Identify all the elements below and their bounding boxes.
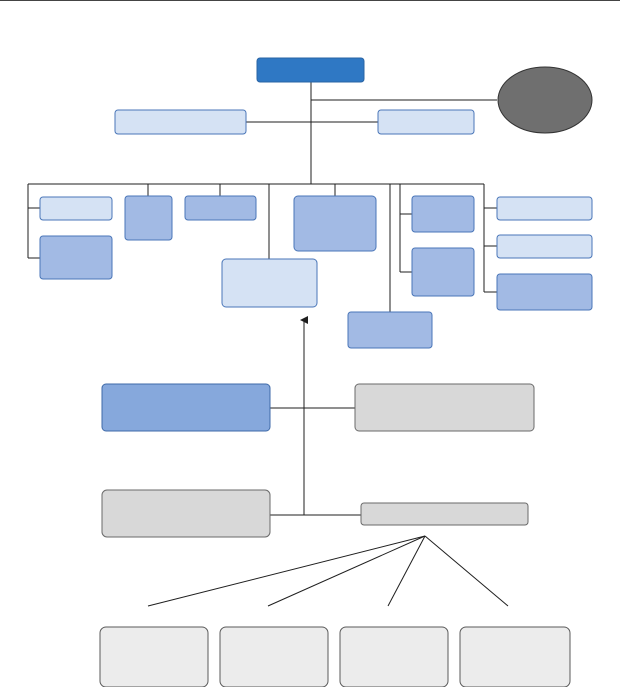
far-right-box-3	[496, 273, 593, 311]
lower-gray-box-shape	[101, 489, 271, 538]
mid-gray-box	[354, 383, 535, 432]
low-box	[347, 311, 433, 349]
right-sub-box	[377, 109, 475, 135]
oval-node-shape	[497, 66, 593, 134]
left-sub-box	[114, 109, 247, 135]
connector-lines	[27, 82, 509, 607]
low-box-shape	[347, 311, 433, 349]
bottom-box-3-shape	[339, 626, 449, 687]
bottom-box-2-shape	[219, 626, 329, 687]
bottom-box-1-shape	[99, 626, 209, 687]
left-branch-box-1	[39, 196, 113, 221]
branch-box-3-shape	[184, 195, 257, 221]
wide-bar-box-shape	[360, 502, 529, 526]
far-right-box-3-shape	[496, 273, 593, 311]
bottom-box-2	[219, 626, 329, 687]
mid-blue-box-shape	[101, 383, 271, 432]
branch-box-3	[184, 195, 257, 221]
top-rule	[0, 0, 620, 1]
far-right-box-1-shape	[496, 196, 593, 221]
lower-gray-box	[101, 489, 271, 538]
right-branch-box-1-shape	[411, 195, 475, 233]
bottom-box-4	[459, 626, 571, 687]
right-branch-box-2-shape	[411, 247, 475, 297]
center-low-box-shape	[221, 258, 318, 308]
right-sub-box-shape	[377, 109, 475, 135]
bottom-box-3	[339, 626, 449, 687]
branch-box-2	[124, 195, 173, 241]
bottom-box-1	[99, 626, 209, 687]
right-branch-box-2	[411, 247, 475, 297]
far-right-box-2	[496, 234, 593, 259]
center-box-shape	[293, 195, 377, 252]
wide-bar-box	[360, 502, 529, 526]
far-right-box-2-shape	[496, 234, 593, 259]
left-branch-box-2-shape	[39, 235, 113, 280]
branch-box-2-shape	[124, 195, 173, 241]
mid-blue-box	[101, 383, 271, 432]
left-sub-box-shape	[114, 109, 247, 135]
oval-node	[497, 66, 593, 134]
top-box	[256, 57, 365, 83]
mid-gray-box-shape	[354, 383, 535, 432]
far-right-box-1	[496, 196, 593, 221]
right-branch-box-1	[411, 195, 475, 233]
left-branch-box-2	[39, 235, 113, 280]
center-box	[293, 195, 377, 252]
left-branch-box-1-shape	[39, 196, 113, 221]
center-low-box	[221, 258, 318, 308]
top-box-shape	[256, 57, 365, 83]
bottom-box-4-shape	[459, 626, 571, 687]
